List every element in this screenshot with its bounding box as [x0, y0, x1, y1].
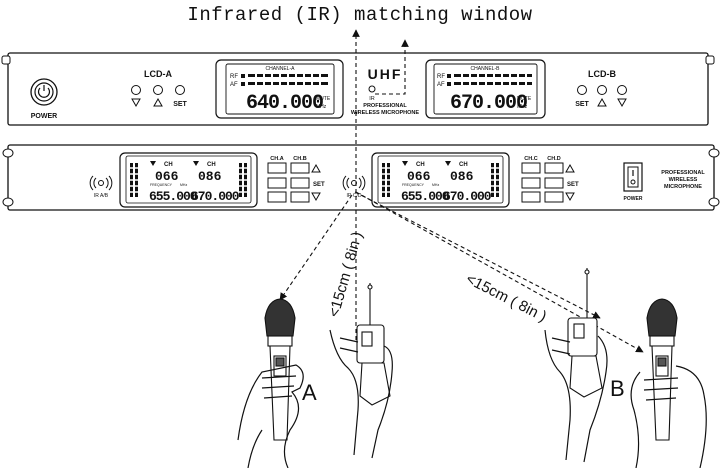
top-receiver-unit: POWER LCD-A SET CHANNEL-A RF AF	[1, 52, 715, 126]
lcd-a-label: LCD-A	[144, 69, 172, 79]
svg-text:670.000: 670.000	[443, 189, 492, 204]
lcd-a-buttons[interactable]	[131, 85, 185, 108]
display-cd: CH 066 CH 086 FREQUENCY MHz 655.000 670.…	[371, 152, 510, 208]
handheld-mic-a	[264, 298, 296, 441]
svg-text:086: 086	[198, 169, 222, 184]
svg-text:CHANNEL-A: CHANNEL-A	[266, 66, 296, 72]
ir-window-top	[368, 85, 376, 93]
svg-text:RF: RF	[230, 74, 238, 80]
svg-text:066: 066	[407, 169, 431, 184]
handheld-mic-b	[646, 298, 678, 441]
svg-text:CH.C: CH.C	[524, 156, 537, 162]
brand-uhf: UHF	[368, 66, 403, 82]
svg-text:SET: SET	[567, 182, 579, 188]
svg-text:066: 066	[155, 169, 179, 184]
diagram-title: Infrared (IR) matching window	[187, 4, 533, 26]
hand-bodypack-right	[544, 329, 608, 463]
hand-bodypack-left	[329, 329, 393, 459]
svg-text:MHz: MHz	[432, 183, 439, 187]
svg-text:655.000: 655.000	[401, 189, 450, 204]
svg-text:AF: AF	[437, 82, 445, 88]
hand-a	[237, 364, 304, 468]
svg-text:CH.D: CH.D	[547, 156, 560, 162]
svg-text:CH.A: CH.A	[270, 156, 283, 162]
svg-text:MUTE: MUTE	[517, 96, 532, 102]
ir-ab-label: IR A/B	[94, 193, 109, 199]
label-b: B	[610, 376, 625, 401]
svg-text:655.000: 655.000	[149, 189, 198, 204]
svg-text:PROFESSIONAL: PROFESSIONAL	[363, 103, 407, 109]
buttons-right-grid[interactable]	[521, 162, 575, 203]
distance-label-right: <15cm ( 8in )	[463, 270, 549, 325]
svg-text:MHz: MHz	[517, 104, 528, 110]
power-button-top[interactable]	[30, 78, 58, 106]
display-ab: CH 066 CH 086 FREQUENCY MHz 655.000 670.…	[119, 152, 258, 208]
distance-label-left: <15cm ( 8in )	[326, 230, 367, 319]
svg-text:MHz: MHz	[316, 104, 327, 110]
svg-text:PROFESSIONAL: PROFESSIONAL	[661, 170, 705, 176]
svg-text:CHANNEL-B: CHANNEL-B	[471, 66, 501, 72]
svg-text:WIRELESS MICROPHONE: WIRELESS MICROPHONE	[351, 110, 419, 116]
svg-text:MHz: MHz	[180, 183, 187, 187]
svg-text:086: 086	[450, 169, 474, 184]
svg-text:SET: SET	[313, 182, 325, 188]
display-channel-b: CHANNEL-B RF AF 670.000 MUTE MHz	[425, 59, 546, 119]
power-label-top: POWER	[31, 113, 57, 120]
display-channel-a: CHANNEL-A RF AF 640.000 MUTE MHz	[215, 59, 344, 119]
lcd-b-set-label: SET	[575, 101, 589, 108]
hand-b	[630, 365, 707, 468]
svg-text:MUTE: MUTE	[316, 96, 331, 102]
bodypack-transmitter-right	[567, 268, 603, 398]
lcd-b-buttons[interactable]	[577, 85, 627, 108]
power-switch-bottom[interactable]	[623, 162, 643, 192]
bodypack-transmitter-left	[356, 283, 391, 406]
label-a: A	[302, 380, 317, 405]
ir-label-top: IR	[369, 96, 375, 102]
svg-text:CH.B: CH.B	[293, 156, 306, 162]
lcd-b-label: LCD-B	[588, 69, 616, 79]
svg-text:670.000: 670.000	[191, 189, 240, 204]
svg-text:AF: AF	[230, 82, 238, 88]
ir-ab-window	[89, 175, 113, 191]
svg-text:RF: RF	[437, 74, 445, 80]
svg-text:WIRELESS: WIRELESS	[669, 177, 698, 183]
svg-text:CH: CH	[459, 162, 468, 168]
display-a-frequency: 640.000	[246, 92, 323, 115]
svg-text:CH: CH	[416, 162, 425, 168]
display-b-frequency: 670.000	[450, 92, 527, 115]
buttons-left-grid[interactable]	[267, 162, 321, 203]
svg-text:CH: CH	[207, 162, 216, 168]
svg-text:FREQUENCY: FREQUENCY	[150, 183, 173, 187]
svg-text:MICROPHONE: MICROPHONE	[664, 184, 702, 190]
lcd-a-set-label: SET	[173, 101, 187, 108]
power-label-bottom: POWER	[624, 196, 643, 202]
svg-text:CH: CH	[164, 162, 173, 168]
ir-cd-label: IR C/D	[347, 193, 362, 199]
bottom-receiver-unit: IR A/B CH 066 CH 086 FREQUENCY MHz 655.0…	[2, 144, 720, 211]
svg-text:FREQUENCY: FREQUENCY	[402, 183, 425, 187]
